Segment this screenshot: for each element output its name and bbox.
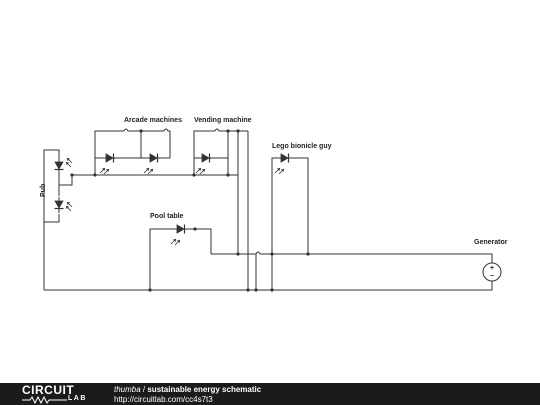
arcade-led-1	[99, 152, 119, 175]
schematic-url[interactable]: http://circuitlab.com/cc4s7t3	[114, 395, 213, 404]
generator-plus: +	[490, 265, 494, 272]
label-pub: Pub	[40, 184, 47, 197]
schematic-credit: thumba / sustainable energy schematic	[114, 385, 261, 395]
lego-branch	[271, 152, 309, 254]
pub-branch	[43, 149, 238, 290]
generator-symbol: + −	[482, 262, 502, 282]
logo-text-circuit: CIRCUIT	[22, 383, 75, 397]
author-name[interactable]: thumba	[114, 385, 141, 394]
circuitlab-logo[interactable]: CIRCUIT LAB	[22, 384, 102, 404]
arcade-branch	[93, 128, 171, 177]
lego-led	[274, 152, 294, 175]
label-generator: Generator	[474, 239, 508, 246]
label-pool-table: Pool table	[150, 213, 184, 220]
pub-led-bottom	[53, 196, 73, 214]
generator-minus: −	[490, 273, 494, 280]
label-lego-bionicle-guy: Lego bionicle guy	[272, 143, 332, 150]
vending-branch	[192, 128, 249, 290]
logo-text-lab: LAB	[68, 395, 87, 402]
schematic-title[interactable]: sustainable energy schematic	[147, 385, 262, 394]
pub-led-top	[53, 157, 73, 175]
schematic-diagram: + − Arcade machines Vending machine Lego…	[40, 117, 508, 292]
credit-separator: /	[140, 385, 148, 394]
main-bus	[44, 251, 493, 292]
schematic-canvas: + − Arcade machines Vending machine Lego…	[40, 117, 508, 292]
footer-bar: CIRCUIT LAB thumba / sustainable energy …	[0, 383, 540, 405]
arcade-led-2	[143, 152, 163, 175]
label-arcade-machines: Arcade machines	[124, 117, 182, 124]
label-vending-machine: Vending machine	[194, 117, 252, 124]
resistor-wave-icon	[22, 396, 67, 404]
pool-led	[170, 223, 190, 246]
vending-led	[195, 152, 215, 175]
pool-branch	[149, 223, 212, 290]
